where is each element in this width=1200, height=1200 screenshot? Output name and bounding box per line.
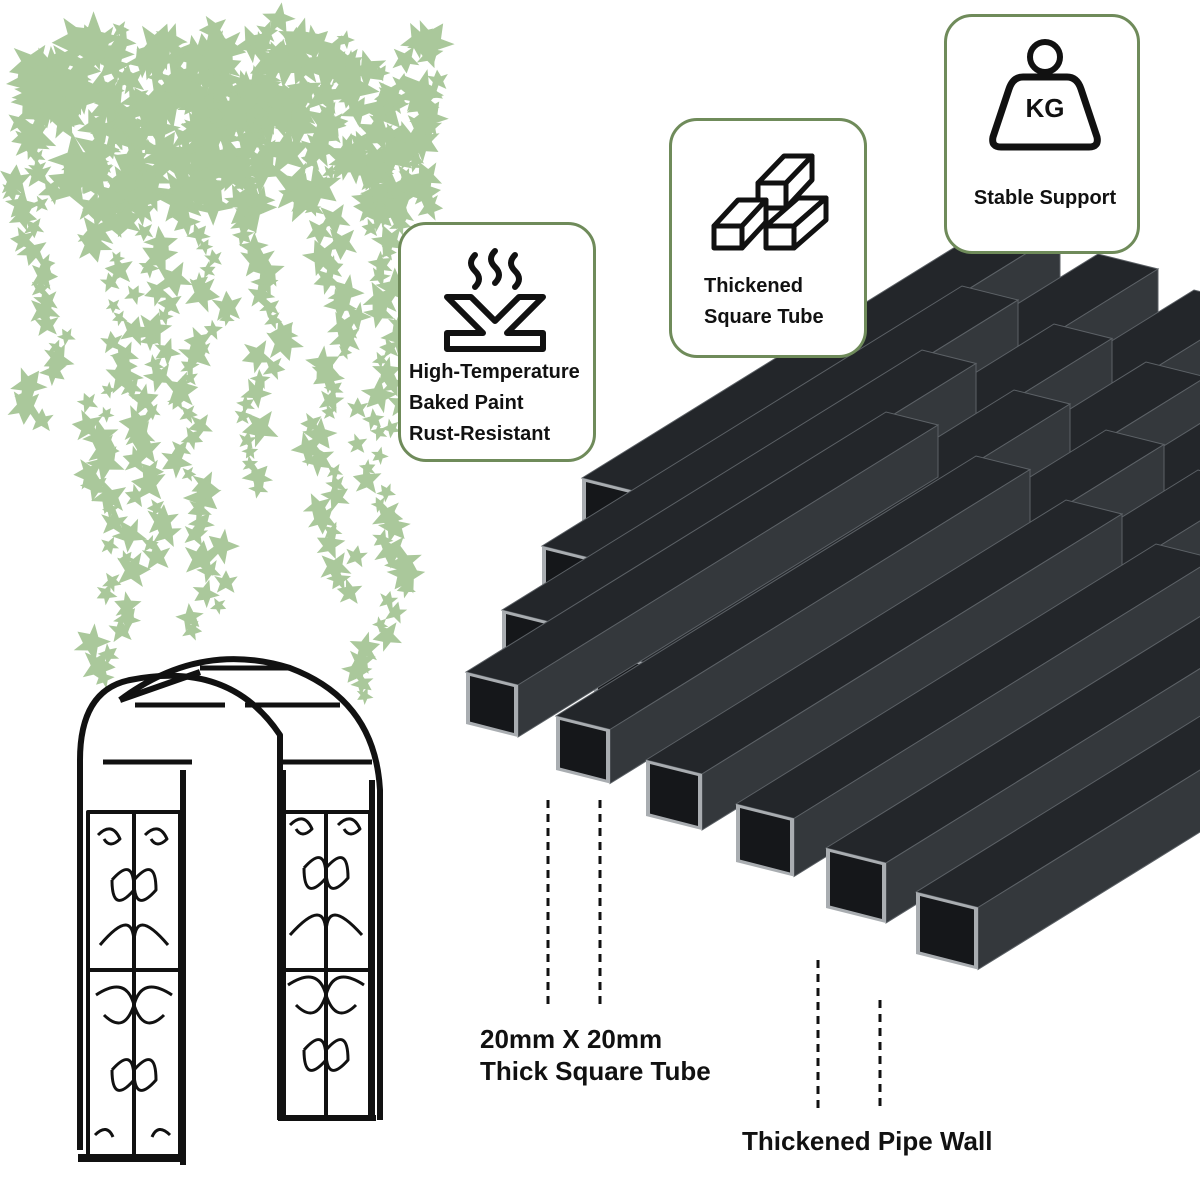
stable-support-badge: KG Stable Support bbox=[944, 14, 1140, 254]
dimension-lines bbox=[546, 800, 882, 1112]
ivy-vine-image bbox=[0, 0, 462, 707]
square-tubes-icon bbox=[711, 153, 829, 251]
heat-paint-icon bbox=[444, 248, 546, 352]
tube-size-callout-line2: Thick Square Tube bbox=[480, 1056, 711, 1086]
square-tube-label-line1: Thickened bbox=[704, 275, 803, 297]
tube-size-callout-line1: 20mm X 20mm bbox=[480, 1024, 663, 1054]
square-tube-stack-image bbox=[464, 217, 1200, 971]
stable-support-label: Stable Support bbox=[973, 187, 1117, 209]
garden-arch-image bbox=[77, 656, 383, 1165]
paint-label-line2: Baked Paint bbox=[409, 392, 524, 414]
paint-label-line3: Rust-Resistant bbox=[409, 423, 551, 445]
square-tube-badge: Thickened Square Tube bbox=[669, 118, 867, 358]
pipe-wall-callout: Thickened Pipe Wall bbox=[742, 1126, 993, 1156]
weight-kg-icon bbox=[989, 39, 1101, 151]
paint-label-line1: High-Temperature bbox=[409, 361, 580, 383]
square-tube-label-line2: Square Tube bbox=[704, 306, 824, 328]
baked-paint-badge: High-Temperature Baked Paint Rust-Resist… bbox=[398, 222, 596, 462]
weight-icon-text: KG bbox=[1025, 93, 1065, 123]
